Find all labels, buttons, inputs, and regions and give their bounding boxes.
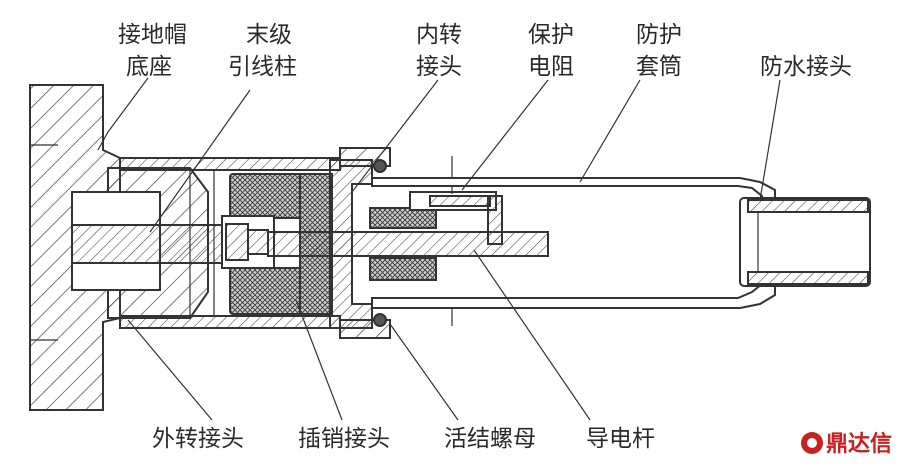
label-terminal-post-line2: 引线柱	[228, 54, 297, 80]
watermark-text: 鼎达信	[826, 431, 892, 457]
label-terminal-post-line1: 末级	[246, 22, 292, 48]
label-pin-connector: 插销接头	[298, 426, 390, 452]
outer-adapter-body	[107, 157, 341, 329]
label-waterproof-connector: 防水接头	[760, 54, 852, 80]
terminal-lead-post	[71, 224, 223, 264]
label-protective-sleeve-line1: 防护	[636, 22, 682, 48]
waterproof-connector	[739, 197, 871, 287]
label-union-nut: 活结螺母	[444, 426, 536, 452]
protection-resistor	[369, 156, 503, 326]
label-outer-adapter: 外转接头	[152, 426, 244, 452]
ground-cap-base	[29, 84, 121, 411]
label-protection-resistor-line1: 保护	[528, 22, 574, 48]
label-protective-sleeve-line2: 套筒	[636, 54, 682, 80]
watermark: 鼎达信	[801, 431, 892, 457]
label-ground-cap-base-line2: 底座	[126, 54, 172, 80]
label-inner-adapter-line1: 内转	[416, 22, 462, 48]
label-ground-cap-base-line1: 接地帽	[118, 22, 187, 48]
protective-sleeve	[371, 177, 776, 309]
label-inner-adapter-line2: 接头	[416, 54, 462, 80]
label-protection-resistor-line2: 电阻	[528, 54, 574, 80]
label-conductive-rod: 导电杆	[586, 426, 655, 452]
conductive-rod	[267, 231, 549, 257]
inner-adapter	[329, 147, 391, 339]
leader-lines	[97, 77, 781, 421]
